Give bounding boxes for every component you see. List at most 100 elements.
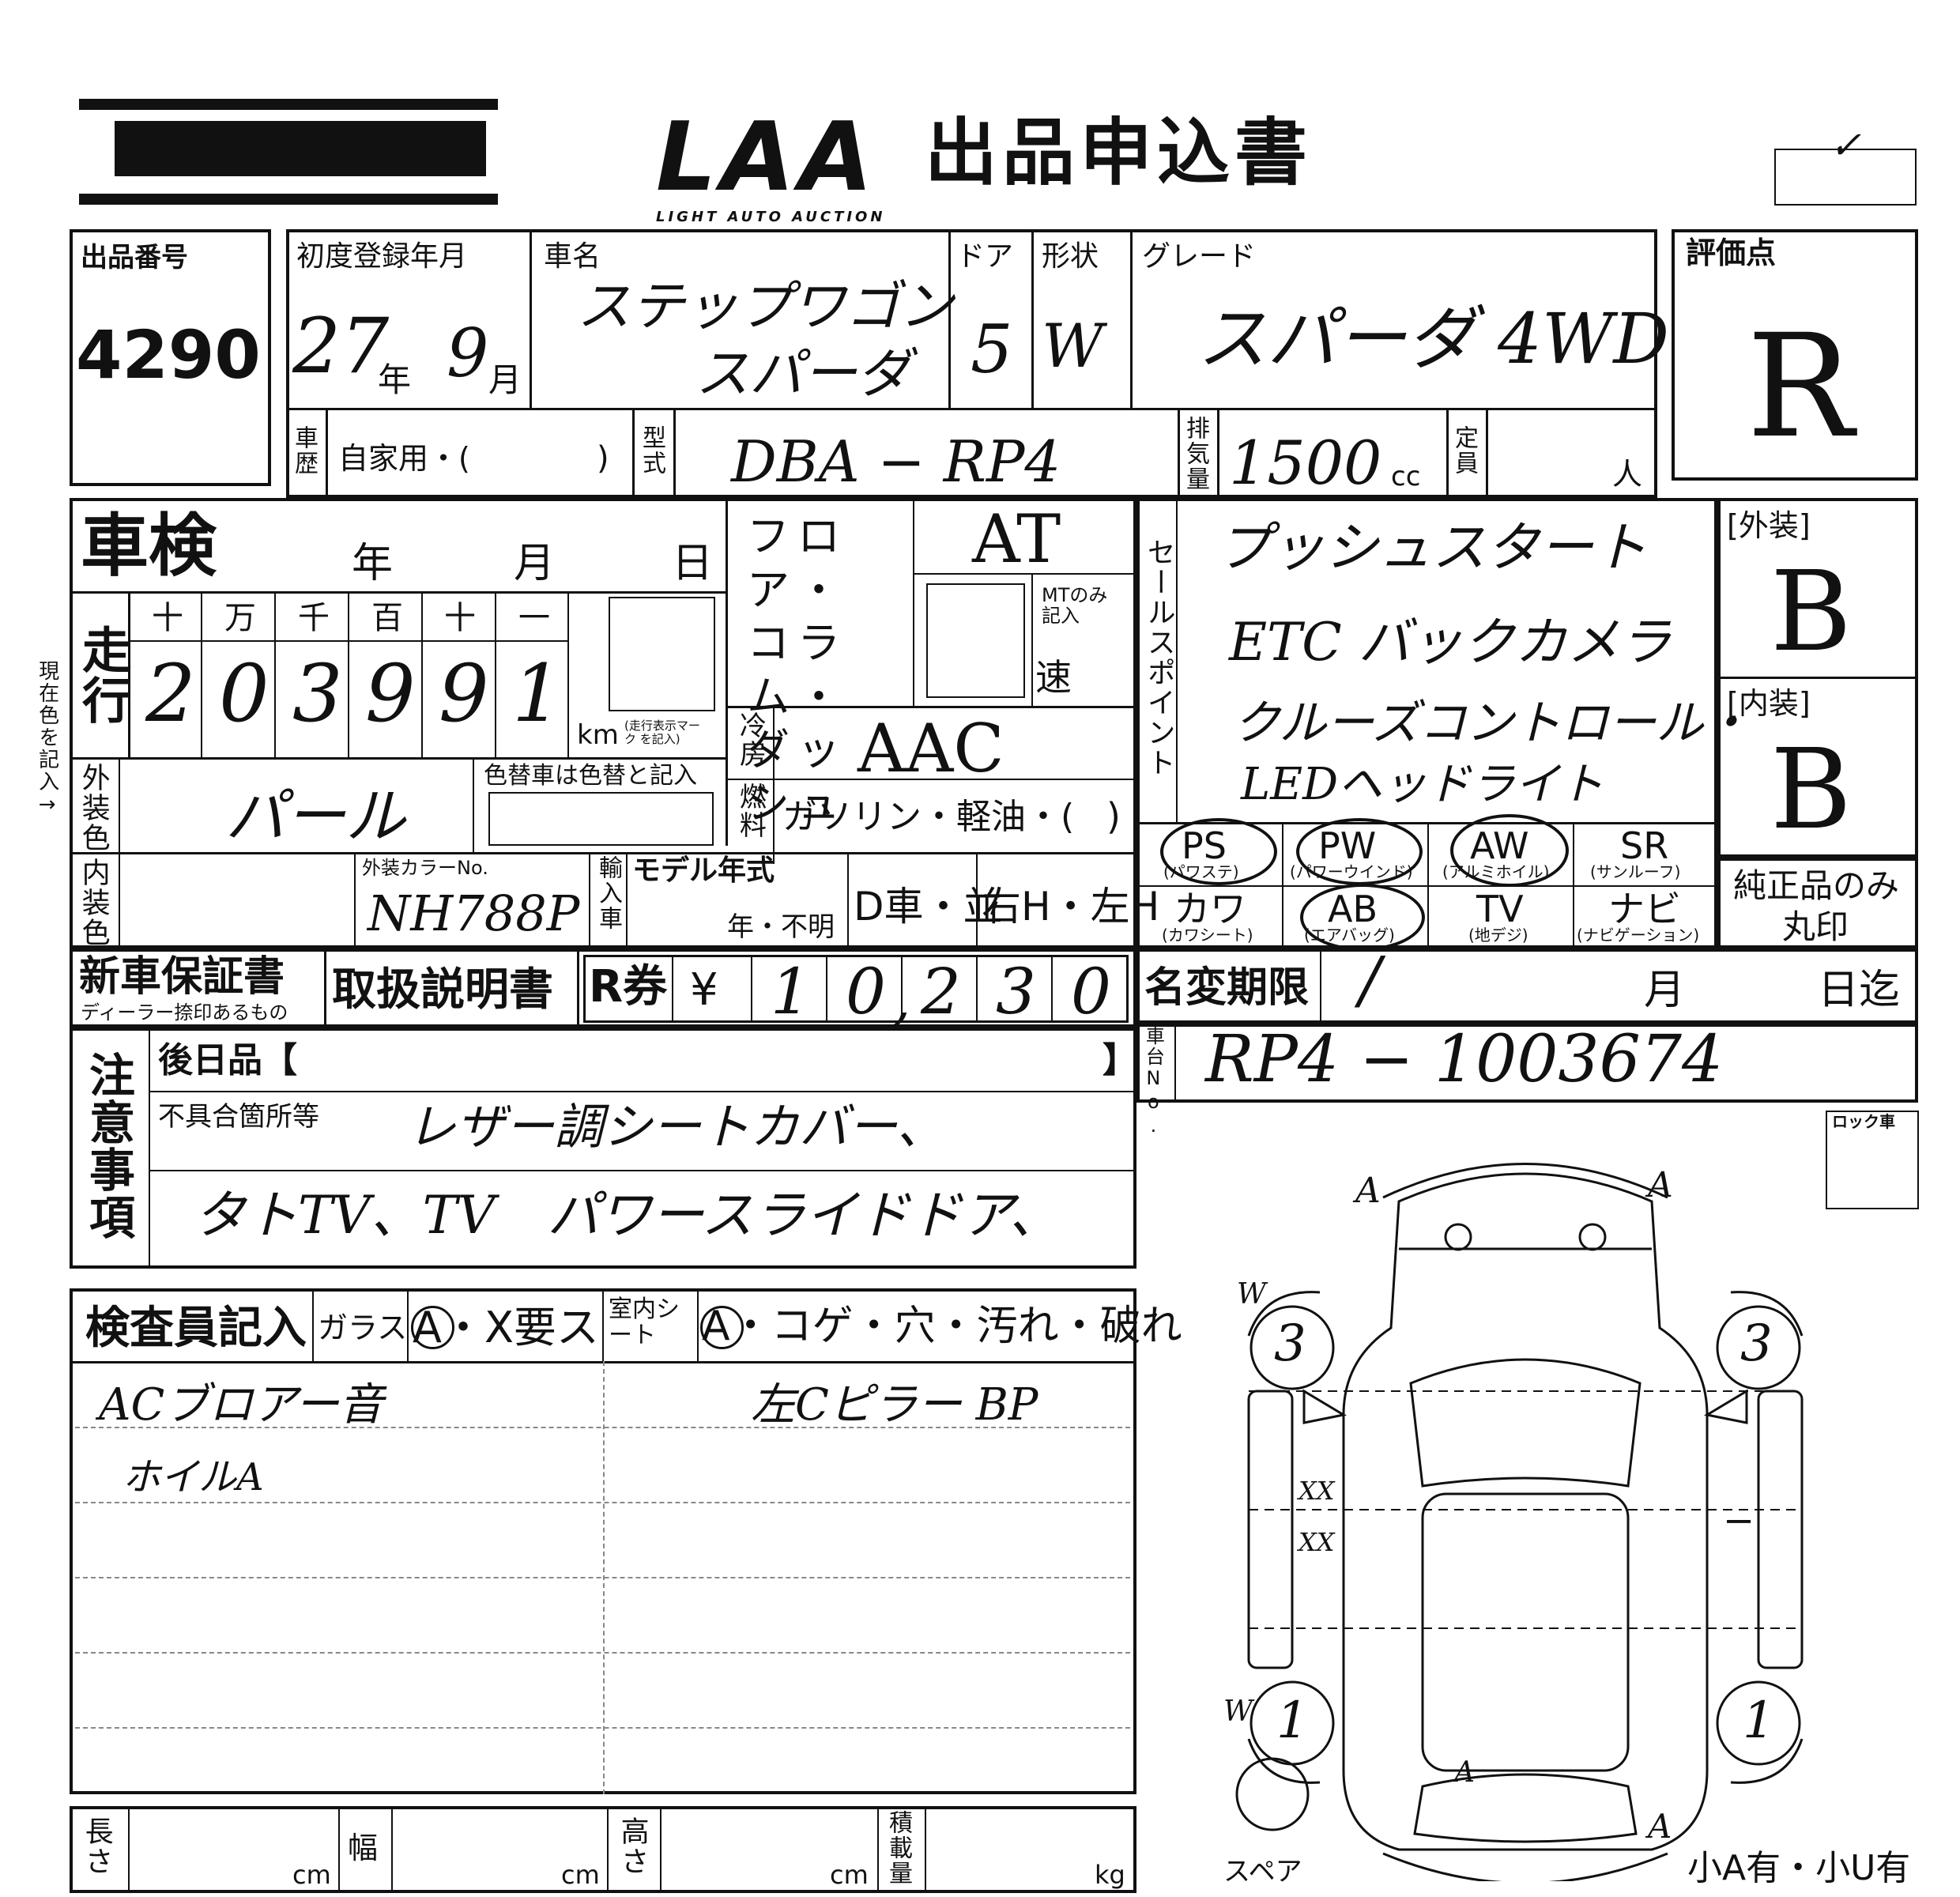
documents-row: [70, 948, 1136, 1028]
redacted-bar: [79, 99, 498, 209]
inspector-note-right1: 左Cピラー BP: [751, 1379, 1038, 1431]
equip-aw-circle: [1450, 814, 1569, 887]
fuel-label: 燃料: [734, 783, 767, 839]
color-no-value: NH788P: [368, 884, 580, 942]
ac-value: AAC: [858, 710, 1004, 787]
score-label: 評価点: [1686, 236, 1777, 270]
seat-a-circle: [700, 1306, 744, 1349]
first-reg-year-unit: 年: [378, 360, 412, 399]
mileage-label: 走行: [74, 624, 131, 726]
mt-gear-box[interactable]: [926, 583, 1025, 698]
chassis-value: RP4 − 1003674: [1205, 1022, 1724, 1097]
recycle-digit-5: 0: [1071, 955, 1111, 1028]
dimensions-box: [70, 1806, 1136, 1893]
seat-options: A・コゲ・穴・汚れ・破れ: [702, 1303, 1182, 1350]
equip-navi-sub: (ナビゲーション): [1577, 926, 1700, 945]
inspection-month: 月: [514, 540, 556, 587]
glass-a-circle: [411, 1306, 454, 1349]
grade-value: スパーダ 4WD: [1197, 298, 1669, 379]
inspection-block: [70, 498, 1136, 948]
equip-sr-sub: (サンルーフ): [1590, 862, 1681, 881]
later-items-label: 後日品【: [158, 1040, 297, 1080]
warranty-sub: ディーラー捺印あるもの: [81, 1001, 288, 1024]
damage-w-front: W: [1237, 1278, 1267, 1311]
mileage-header-6: 一: [518, 600, 550, 636]
mileage-digit-3: 3: [292, 647, 343, 740]
chassis-box: [1136, 1024, 1918, 1103]
mileage-header-3: 千: [298, 600, 330, 636]
dealer-text: D車・並: [854, 884, 1003, 930]
name-change-day: 日迄: [1818, 967, 1901, 1014]
inspection-day: 日: [672, 540, 714, 587]
interior-color-label: 内装色: [77, 858, 110, 948]
car-name-line2: スパーダ: [695, 343, 911, 405]
inspector-note-left1: ACブロアー音: [99, 1379, 383, 1431]
mileage-unit: km: [577, 719, 619, 751]
damage-rear-center: A: [1454, 1756, 1475, 1789]
model-code-label: 型式: [638, 425, 665, 476]
notes-box: [70, 1028, 1136, 1269]
inspector-label: 検査員記入: [85, 1303, 307, 1354]
height-label: 高さ: [616, 1816, 649, 1876]
check-box[interactable]: [1774, 149, 1917, 206]
current-color-note: 現在色を記入→: [35, 660, 59, 818]
brand-logo: LAA LIGHT AUTO AUCTION: [656, 111, 885, 226]
width-unit: cm: [561, 1860, 600, 1890]
import-label: 輸入車: [594, 855, 622, 931]
recycle-box: [583, 955, 1129, 1023]
mileage-digit-1: 2: [145, 647, 196, 740]
sales-points-box: [1136, 498, 1717, 948]
recycle-label: R券: [589, 961, 668, 1013]
displacement-label: 排気量: [1182, 416, 1209, 492]
lock-box[interactable]: [1826, 1111, 1919, 1209]
first-reg-year: 27: [292, 302, 390, 390]
notes-line2: タトTV、TV パワースライドドア、: [194, 1185, 1061, 1246]
equip-navi: ナビ: [1608, 888, 1681, 930]
seat-label: 室内シート: [609, 1295, 680, 1349]
model-code-value: DBA − RP4: [731, 428, 1061, 495]
exterior-color-value: パール: [225, 781, 405, 851]
handle-text: 右H・左H: [982, 884, 1160, 930]
equip-tv: TV: [1476, 888, 1524, 930]
later-items-close: 】: [1102, 1040, 1137, 1080]
recycle-comma: ,: [893, 967, 911, 1032]
shift-options: フロア・コラム・ダッシュ: [747, 511, 848, 828]
lot-number: 4290: [76, 316, 261, 394]
score-box: [1672, 229, 1918, 481]
shape-label: 形状: [1042, 240, 1099, 273]
repaint-note: 色替車は色替と記入: [484, 762, 697, 790]
mileage-header-4: 百: [371, 600, 403, 636]
mileage-header-2: 万: [224, 600, 256, 636]
damage-front-right: A: [1648, 1165, 1673, 1205]
form-title: 出品申込書: [925, 111, 1313, 195]
vehicle-info-box: [286, 229, 1657, 498]
first-reg-month: 9: [447, 315, 489, 392]
small-damage-note: 小A有・小U有: [1687, 1848, 1911, 1888]
tire-rr-value: 1: [1743, 1691, 1775, 1750]
manual-label: 取扱説明書: [332, 964, 553, 1016]
sales-points-label: セールスポイント: [1142, 537, 1175, 778]
capacity-unit: 人: [1612, 457, 1643, 492]
mt-note: MTのみ 記入: [1042, 584, 1108, 628]
damage-right-side: −: [1723, 1499, 1755, 1543]
width-label: 幅: [348, 1831, 379, 1865]
equip-ab-circle: [1300, 884, 1425, 951]
recycle-digit-4: 3: [996, 955, 1036, 1028]
genuine-line1: 純正品のみ: [1733, 866, 1900, 905]
tire-rl-value: 1: [1276, 1691, 1309, 1750]
notes-label: 注意事項: [81, 1051, 135, 1241]
glass-label: ガラス: [318, 1311, 408, 1345]
damage-xx-2: XX: [1298, 1527, 1335, 1557]
sales-point-2: ETC バックカメラ: [1229, 612, 1672, 673]
mt-speed: 速: [1035, 656, 1072, 699]
equip-tv-sub: (地デジ): [1468, 926, 1528, 945]
door-label: ドア: [956, 240, 1014, 273]
sales-point-4: LEDヘッドライト: [1241, 759, 1604, 810]
length-unit: cm: [292, 1860, 331, 1890]
grade-label: グレード: [1142, 240, 1257, 273]
repaint-box[interactable]: [488, 792, 714, 846]
mileage-mark-box[interactable]: [609, 597, 715, 711]
equip-kawa-sub: (カワシート): [1162, 926, 1253, 945]
height-unit: cm: [830, 1860, 869, 1890]
exterior-color-label: 外装色: [77, 763, 110, 853]
